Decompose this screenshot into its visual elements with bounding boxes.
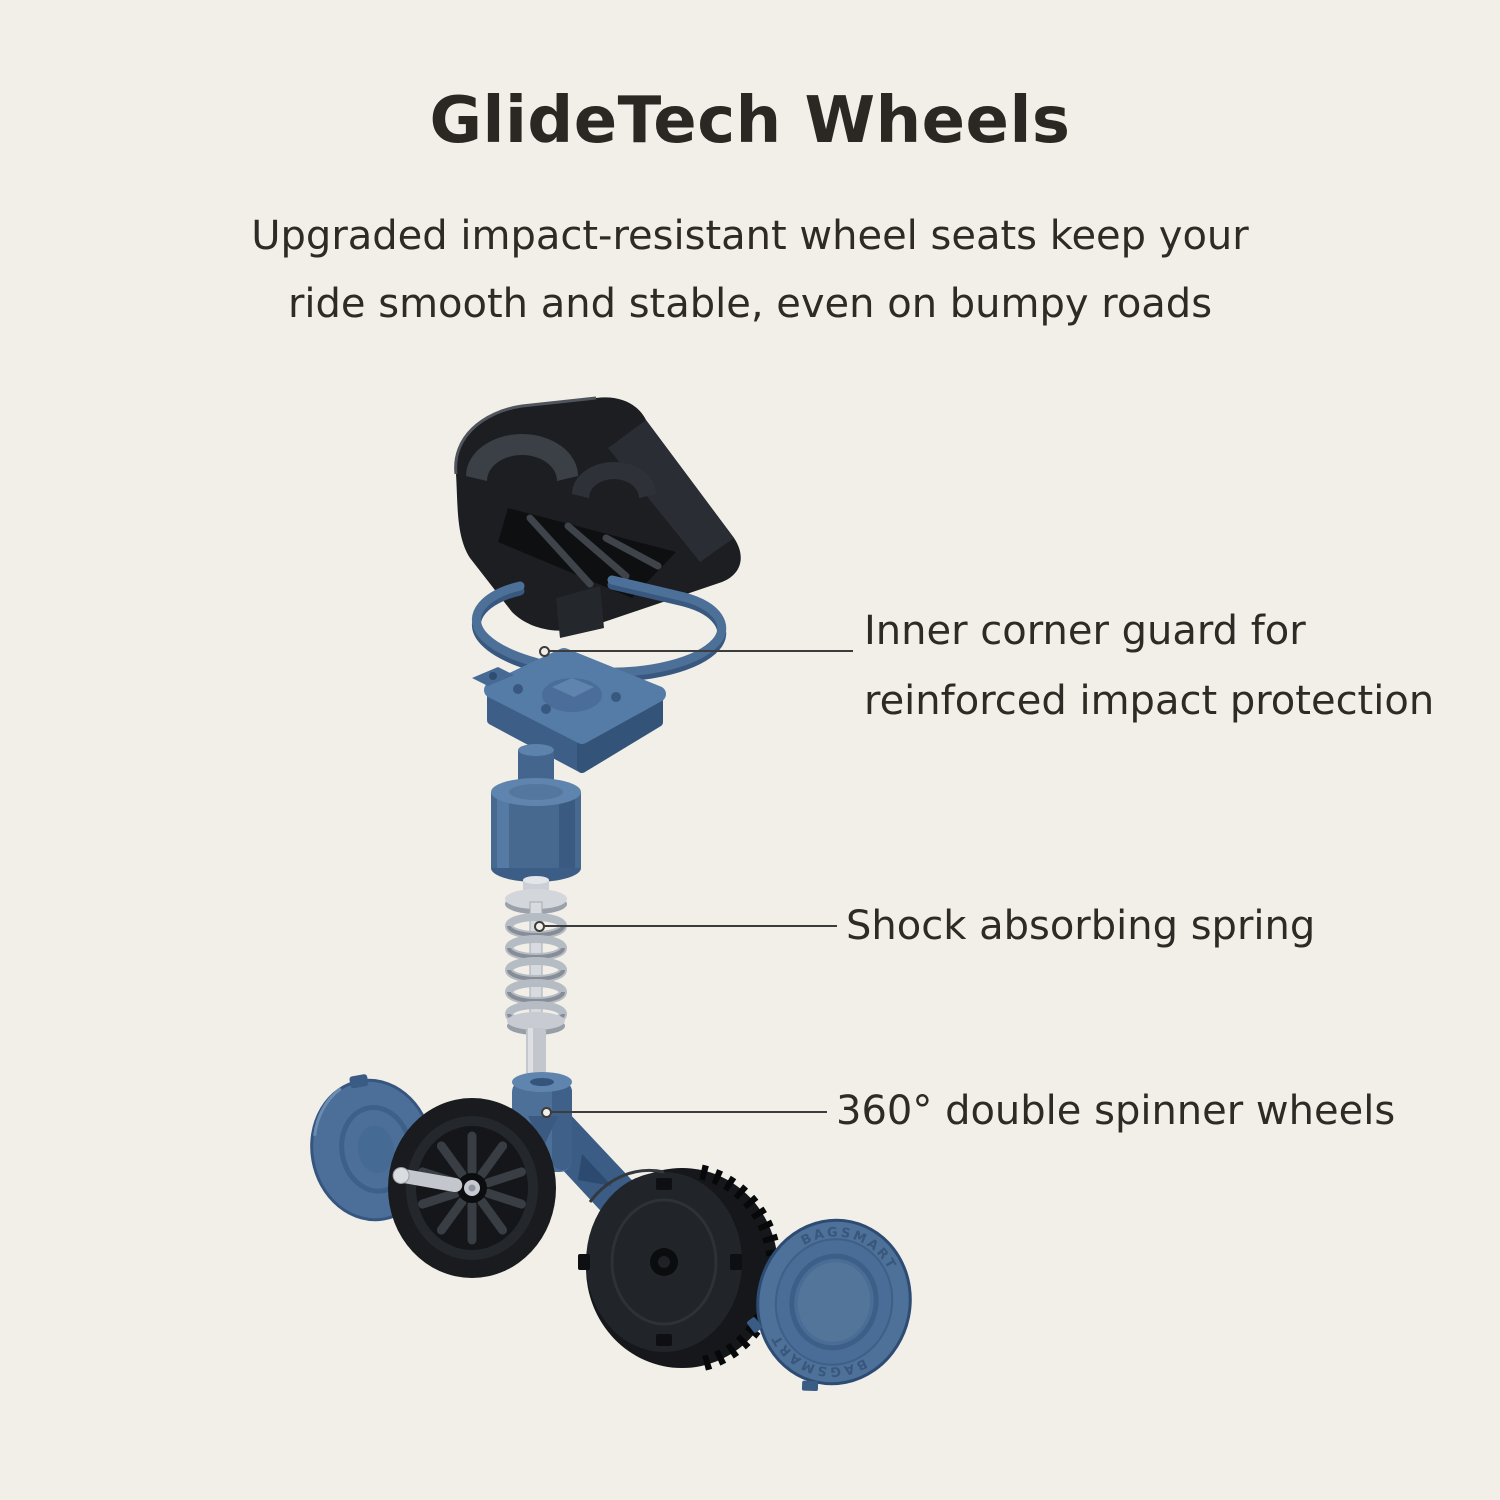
shock-spring [505,876,567,1035]
subtitle-line-2: ride smooth and stable, even on bumpy ro… [287,281,1213,327]
callout-spring: Shock absorbing spring [846,903,1316,949]
page-title: GlideTech Wheels [429,84,1071,158]
callout-line-corner-guard [539,646,853,657]
damper-cylinder [491,778,581,882]
callout-corner-guard: Inner corner guard for reinforced impact… [864,596,1434,736]
callout-corner-guard-line2: reinforced impact protection [864,678,1435,724]
callout-wheels: 360° double spinner wheels [836,1088,1396,1134]
wheel-seat-housing [472,648,666,773]
axle-pin [392,1166,463,1193]
callout-line-spring [534,921,837,932]
corner-guard-part [454,396,741,638]
subtitle-line-1: Upgraded impact-resistant wheel seats ke… [251,213,1249,259]
bracket-ribs [526,514,662,588]
left-spinner-wheel [388,1098,556,1278]
callout-line-wheels [541,1107,827,1118]
spinner-fork-assembly: BAGSMART BAGSMART [310,1072,912,1392]
page-subtitle: Upgraded impact-resistant wheel seats ke… [0,202,1500,338]
fork-block [512,1072,572,1172]
right-fork-arm-cutout [578,1154,612,1186]
callout-corner-guard-line1: Inner corner guard for [864,608,1306,654]
exploded-wheel-diagram: BAGSMART BAGSMART [310,396,912,1392]
